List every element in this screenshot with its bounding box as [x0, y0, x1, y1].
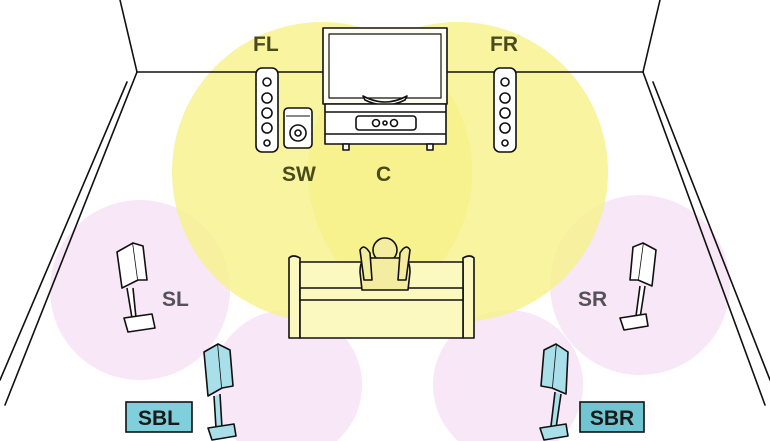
surround-back-right-zone: [433, 310, 583, 441]
sbr-label-box: SBR: [579, 401, 645, 433]
front-left-speaker: [255, 67, 279, 153]
subwoofer: [283, 107, 313, 149]
label-c: C: [376, 163, 391, 186]
label-sbl: SBL: [138, 407, 180, 430]
label-sl: SL: [162, 288, 189, 311]
label-fr: FR: [490, 33, 518, 56]
sbl-label-box: SBL: [125, 401, 193, 433]
label-fl: FL: [253, 33, 279, 56]
surround-right-speaker: [619, 242, 657, 331]
surround-left-speaker: [116, 242, 156, 333]
listener: [359, 237, 411, 291]
surround-right-zone: [550, 195, 730, 375]
front-right-speaker: [493, 67, 517, 153]
surround-left-zone: [50, 200, 230, 380]
label-sw: SW: [282, 163, 316, 186]
label-sr: SR: [578, 288, 607, 311]
surround-back-right-speaker: [539, 343, 569, 441]
label-sbr: SBR: [590, 407, 634, 430]
surround-back-left-speaker: [203, 343, 237, 441]
surround-back-left-zone: [212, 310, 362, 441]
tv-stand: [322, 27, 448, 151]
